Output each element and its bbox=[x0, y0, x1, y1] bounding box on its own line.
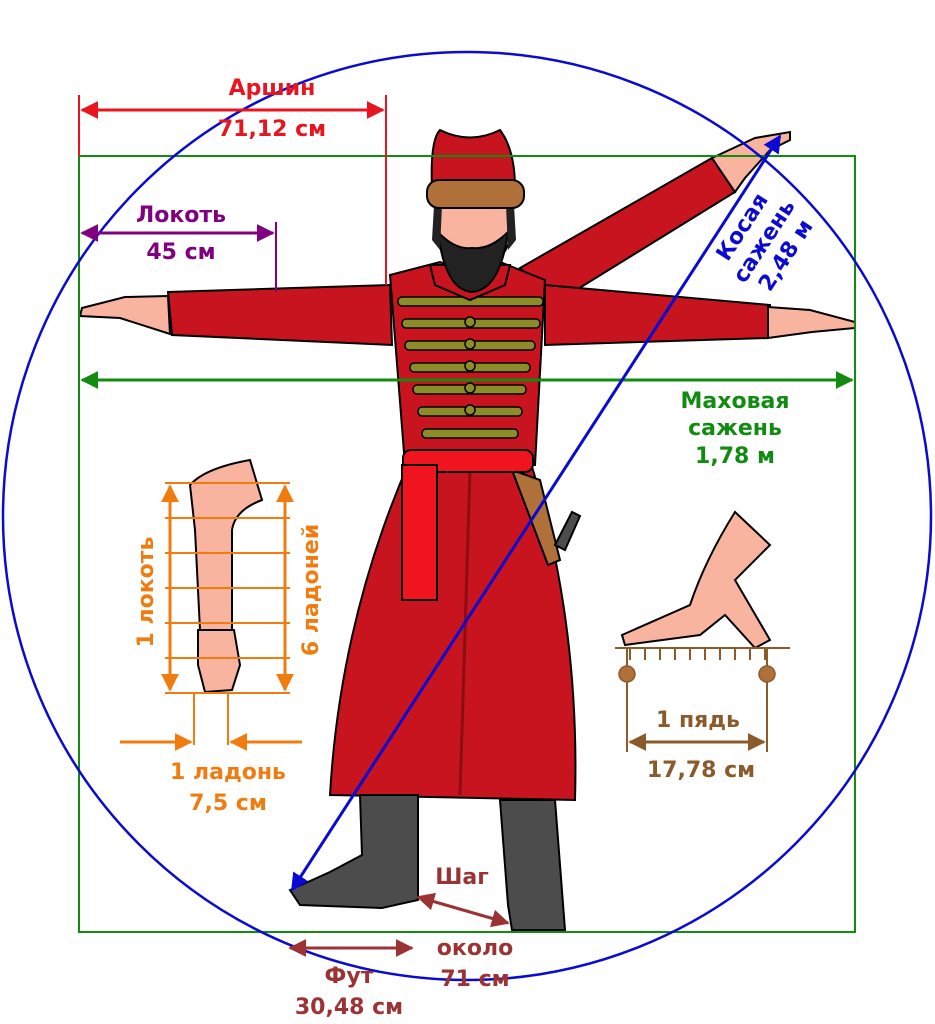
left-sleeve bbox=[166, 283, 394, 347]
right-hand bbox=[767, 305, 856, 340]
pyad-label: 1 пядь bbox=[656, 708, 740, 733]
pyad-point-right bbox=[758, 665, 776, 683]
pyad-ruler-ticks bbox=[629, 648, 766, 660]
sword-hilt bbox=[553, 510, 582, 552]
pyad-hand bbox=[620, 510, 772, 650]
shag-label: Шаг bbox=[435, 865, 489, 890]
makhovaya-label-1: Маховая bbox=[681, 389, 790, 414]
forearm-hand bbox=[197, 629, 242, 694]
fut-label: Фут bbox=[325, 964, 374, 989]
hat-fur-band bbox=[426, 179, 525, 209]
ladon-value: 7,5 см bbox=[189, 791, 267, 816]
forearm bbox=[188, 458, 264, 631]
pyad-diagram: 1 пядь 17,78 см bbox=[615, 510, 790, 783]
kosaya-circle bbox=[1, 50, 933, 982]
pyad-value: 17,78 см bbox=[647, 758, 755, 783]
right-boot bbox=[498, 799, 567, 931]
right-sleeve bbox=[544, 283, 772, 347]
forearm-diagram: 1 локоть 6 ладоней 1 ладонь 7,5 см bbox=[120, 458, 324, 816]
arshin-value: 71,12 см bbox=[218, 117, 326, 142]
shag-value-1: около bbox=[437, 936, 513, 961]
raised-arm-sleeve bbox=[518, 156, 737, 302]
pyad-point-left bbox=[618, 665, 636, 683]
makhovaya-value: 1,78 м bbox=[695, 444, 775, 469]
shag-value-2: 71 см bbox=[440, 967, 509, 992]
lokot-value: 45 см bbox=[146, 240, 215, 265]
fut-value: 30,48 см bbox=[295, 995, 403, 1020]
lokot-label: Локоть bbox=[136, 203, 226, 228]
kosaya-arrow bbox=[290, 134, 782, 892]
arm-lokot-label: 1 локоть bbox=[134, 537, 159, 648]
shag-arrow bbox=[416, 892, 510, 928]
ladon-label: 1 ладонь bbox=[170, 760, 286, 785]
arshin-label: Аршин bbox=[229, 76, 316, 101]
left-hand bbox=[78, 294, 172, 336]
belt-end bbox=[401, 464, 438, 601]
arm-ladoney-label: 6 ладоней bbox=[299, 524, 324, 656]
makhovaya-label-2: сажень bbox=[688, 416, 782, 441]
left-boot bbox=[288, 794, 419, 910]
